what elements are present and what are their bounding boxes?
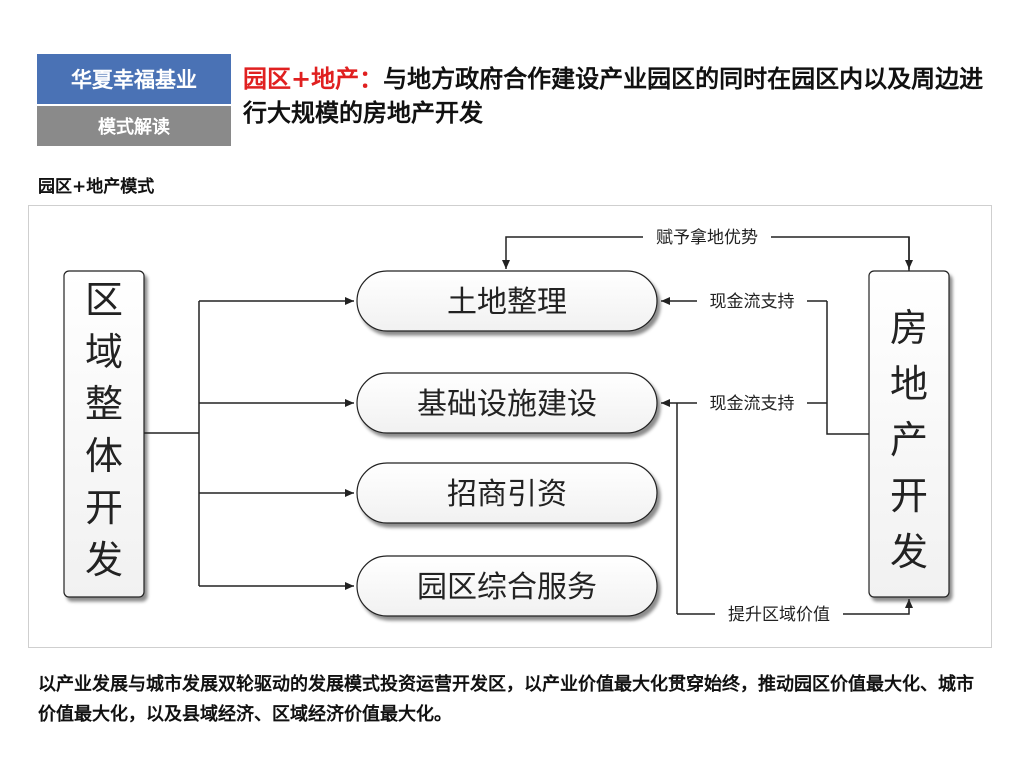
- brand-title: 华夏幸福基业: [37, 54, 231, 104]
- caption-text: 以产业发展与城市发展双轮驱动的发展模式投资运营开发区，以产业价值最大化贯穿始终，…: [38, 674, 974, 725]
- cashflow-label-1: 现金流支持: [710, 292, 795, 312]
- left-box: [63, 270, 145, 598]
- page-headline: 园区+地产：与地方政府合作建设产业园区的同时在园区内以及周边进行大规模的房地产开…: [243, 62, 1003, 130]
- headline-text: 与地方政府合作建设产业园区的同时在园区内以及周边进行大规模的房地产开发: [243, 65, 984, 127]
- right-box-label: 房地产开发: [890, 306, 928, 574]
- center-box-label-2: 基础设施建设: [417, 387, 597, 422]
- diagram-frame: 区域整体开发 房地产开发 土地整理基础设施建设招商引资园区综合服务 赋予拿地优势…: [28, 205, 992, 648]
- left-box-label: 区域整体开发: [85, 278, 123, 582]
- center-box-3: [356, 462, 658, 524]
- cashflow-label-2: 现金流支持: [710, 394, 795, 414]
- top-loop-label: 赋予拿地优势: [656, 227, 758, 248]
- center-box-2: [356, 372, 658, 434]
- center-box-1: [356, 270, 658, 332]
- center-box-label-3: 招商引资: [447, 477, 567, 512]
- cashflow-connector: [826, 301, 869, 435]
- center-box-4: [356, 555, 658, 617]
- section-label: 园区+地产模式: [38, 177, 155, 197]
- headline-highlight: 园区+地产：: [243, 65, 384, 93]
- center-box-label-1: 土地整理: [447, 285, 567, 320]
- brand-subtitle: 模式解读: [37, 106, 231, 146]
- value-label: 提升区域价值: [728, 605, 830, 625]
- center-box-label-4: 园区综合服务: [417, 570, 597, 605]
